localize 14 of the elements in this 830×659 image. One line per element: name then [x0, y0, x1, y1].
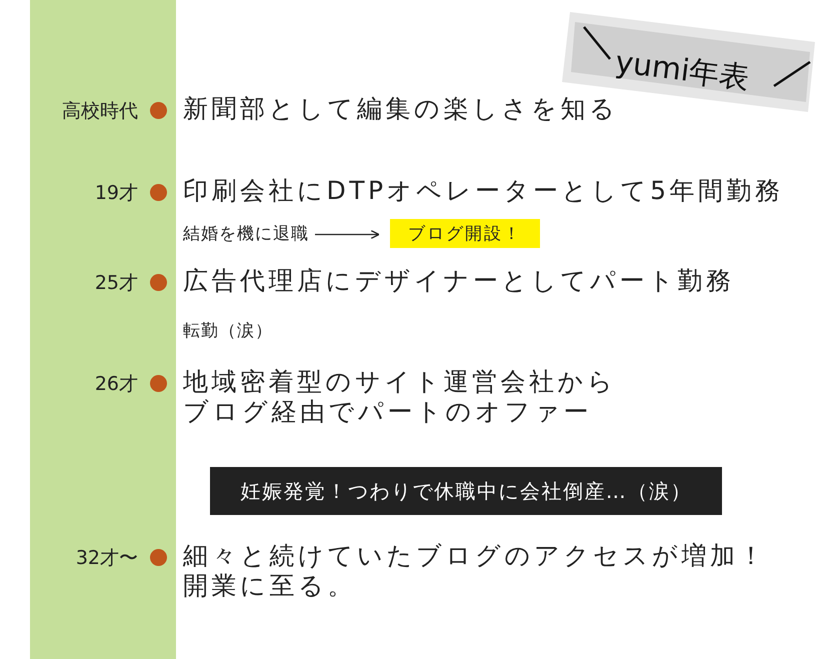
age-label: 高校時代 — [61, 99, 138, 124]
event-text: 広告代理店にデザイナーとしてパート勤務 — [183, 266, 734, 296]
event-text: 細々と続けていたブログのアクセスが増加！開業に至る。 — [183, 541, 768, 601]
age-label: 26才 — [94, 372, 138, 397]
age-label: 19才 — [94, 181, 138, 206]
highlight-box: ブログ開設！ — [390, 219, 540, 248]
event-text: 地域密着型のサイト運営会社からブログ経由でパートのオファー — [183, 367, 618, 427]
note-text: 転勤（涙） — [183, 320, 273, 342]
age-label: 32才〜 — [74, 546, 138, 571]
arrow — [315, 230, 380, 240]
event-text: 印刷会社にDTPオペレーターとして5年間勤務 — [183, 176, 784, 206]
note-text: 結婚を機に退職 — [183, 222, 309, 245]
banner-box: 妊娠発覚！つわりで休職中に会社倒産…（涙） — [210, 467, 722, 515]
age-label: 25才 — [94, 271, 138, 296]
